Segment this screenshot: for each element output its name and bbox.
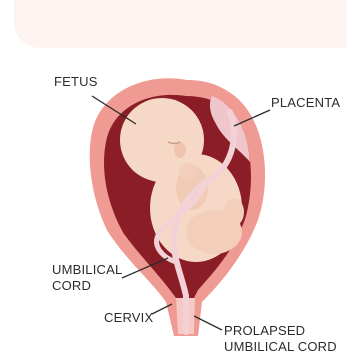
prolapsed-cord-label-line2: UMBILICAL CORD: [224, 339, 337, 354]
fetus-ear: [174, 142, 186, 158]
umbilical-cord-label-line2: CORD: [52, 278, 91, 293]
fetus-foot: [224, 198, 244, 226]
cervix-label: CERVIX: [104, 310, 153, 325]
prolapsed-cord-label-line1: PROLAPSED: [224, 323, 305, 338]
fetus-label: FETUS: [54, 74, 98, 89]
fetus-hand: [179, 163, 197, 181]
umbilical-cord-label-line1: UMBILICAL: [52, 262, 122, 277]
placenta-label: PLACENTA: [271, 95, 340, 110]
